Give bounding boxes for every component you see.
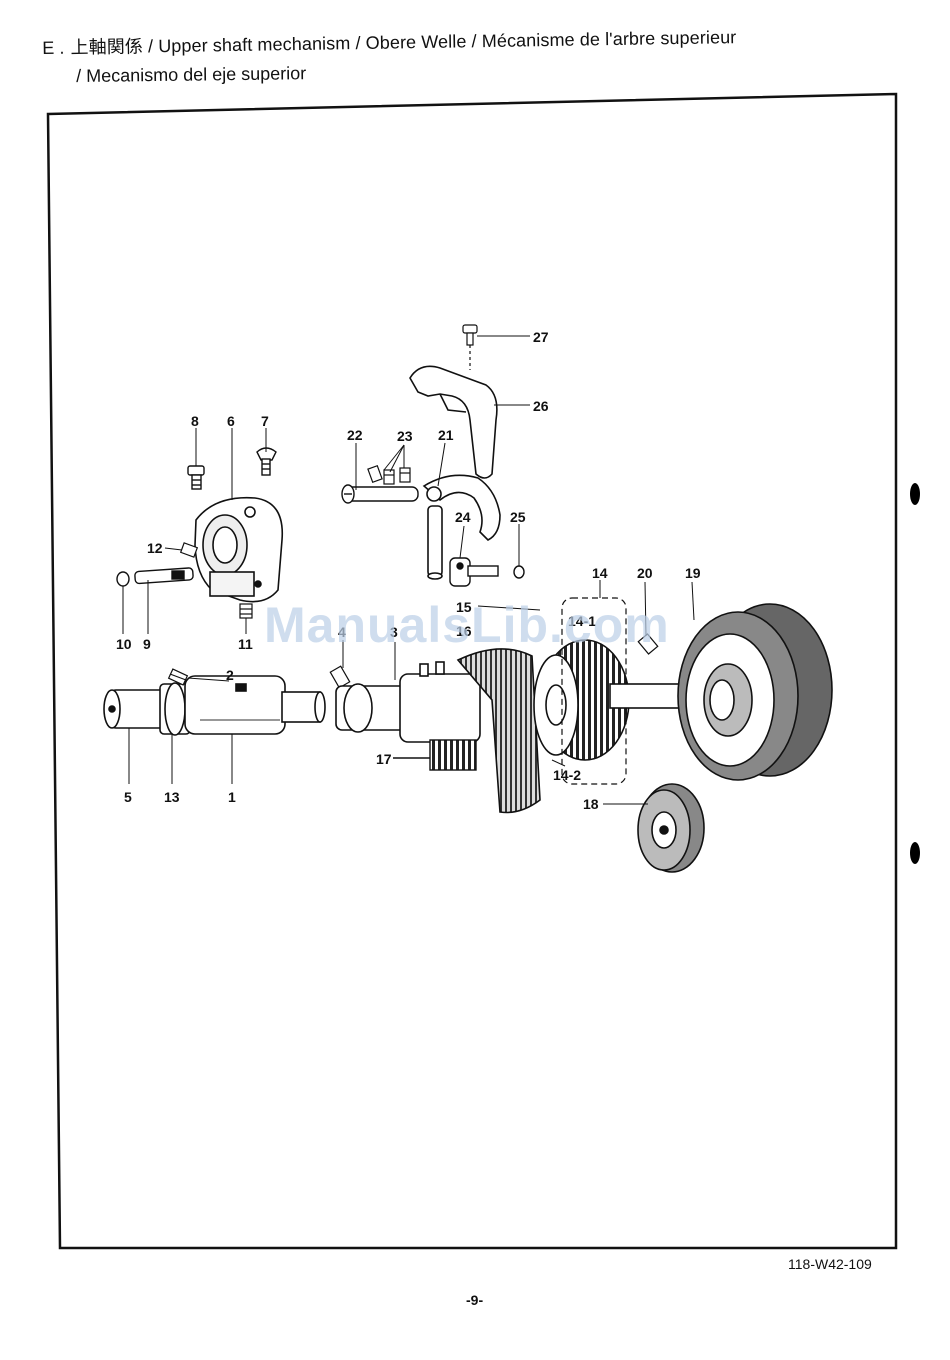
shaft-left-assembly <box>104 676 325 735</box>
label-14-2: 14-2 <box>553 767 581 783</box>
binding-hole-bottom <box>910 842 920 864</box>
shaft-3 <box>336 662 480 742</box>
label-7: 7 <box>261 413 269 429</box>
label-14: 14 <box>592 565 608 581</box>
label-6: 6 <box>227 413 235 429</box>
washer-25 <box>514 566 524 578</box>
pin-9 <box>135 568 194 584</box>
bearing-housing-6 <box>195 498 282 602</box>
pulley-18 <box>638 784 704 872</box>
screw-8 <box>188 466 204 489</box>
label-26: 26 <box>533 398 549 414</box>
label-19: 19 <box>685 565 701 581</box>
label-13: 13 <box>164 789 180 805</box>
label-23: 23 <box>397 428 413 444</box>
watermark: ManualsLib.com <box>264 596 670 654</box>
page-number: -9- <box>466 1292 483 1308</box>
label-5: 5 <box>124 789 132 805</box>
label-21: 21 <box>438 427 454 443</box>
label-9: 9 <box>143 636 151 652</box>
screw-27 <box>463 325 477 370</box>
cap-10 <box>117 572 129 586</box>
label-25: 25 <box>510 509 526 525</box>
label-10: 10 <box>116 636 132 652</box>
label-1: 1 <box>228 789 236 805</box>
pin-22 <box>342 485 418 503</box>
screw-7 <box>257 448 276 475</box>
label-20: 20 <box>637 565 653 581</box>
label-11: 11 <box>238 636 253 652</box>
label-8: 8 <box>191 413 199 429</box>
label-18: 18 <box>583 796 599 812</box>
setscrew-2 <box>169 669 188 685</box>
document-number: 118-W42-109 <box>788 1256 872 1272</box>
label-27: 27 <box>533 329 549 345</box>
setscrew-11 <box>240 604 252 618</box>
label-12: 12 <box>147 540 163 556</box>
setscrew-4 <box>330 666 349 688</box>
binding-hole-top <box>910 483 920 505</box>
label-17: 17 <box>376 751 392 767</box>
setscrews-23 <box>368 466 410 484</box>
link-24 <box>450 558 498 586</box>
label-2: 2 <box>226 667 234 683</box>
label-24: 24 <box>455 509 471 525</box>
gear-17 <box>393 740 476 770</box>
label-22: 22 <box>347 427 363 443</box>
cover-26 <box>410 366 497 478</box>
